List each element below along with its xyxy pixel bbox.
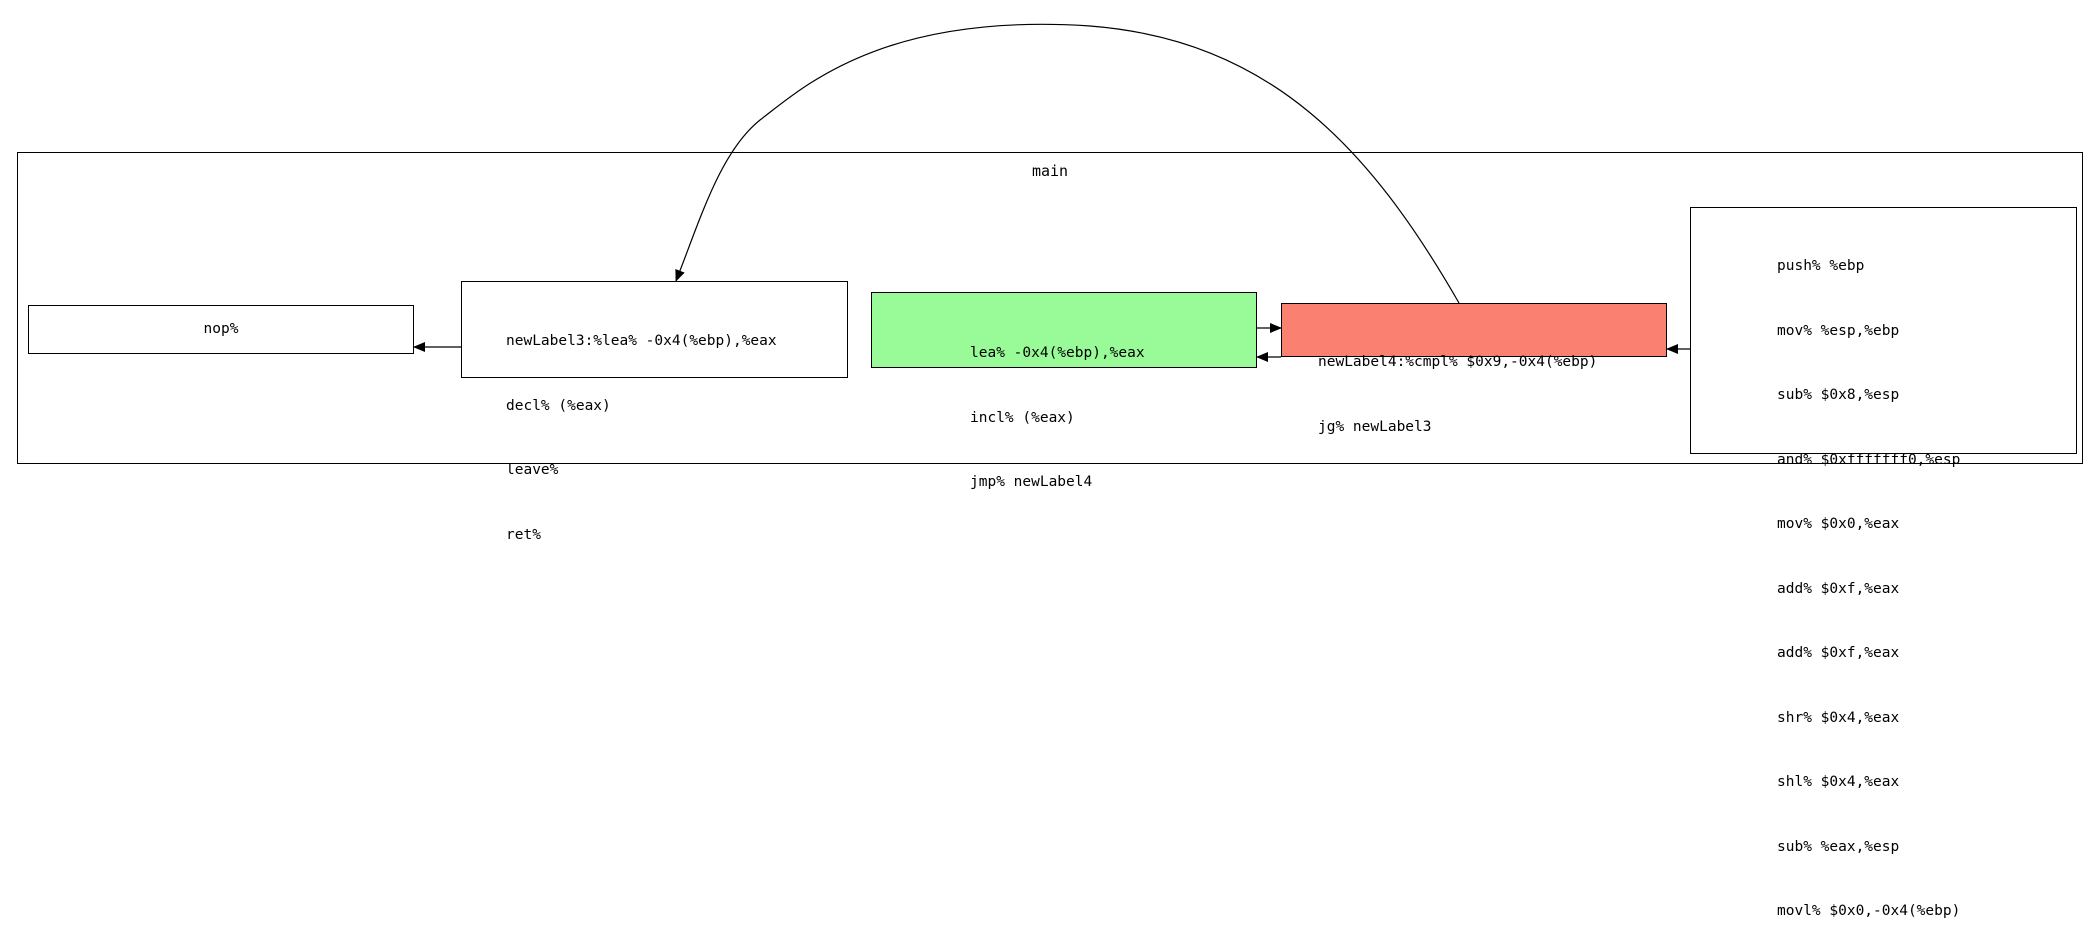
node-loop-body: lea% -0x4(%ebp),%eax incl% (%eax) jmp% n… — [871, 292, 1257, 490]
edge-label4-to-label3 — [675, 23, 1460, 304]
node-nop: nop% — [28, 305, 414, 354]
cluster-title: main — [1031, 162, 1069, 180]
edges-layer — [413, 23, 1690, 362]
node-line: jmp% newLabel4 — [970, 474, 1093, 490]
node-line: nop% — [203, 320, 239, 337]
node-line: jg% newLabel3 — [1318, 418, 1432, 435]
node-line: incl% (%eax) — [970, 409, 1075, 426]
node-line: push% %ebp — [1777, 258, 1865, 274]
node-line: sub% $0x8,%esp — [1777, 387, 1900, 403]
function-cluster-main: main — [17, 152, 2083, 464]
node-new-label3: newLabel3:%lea% -0x4(%ebp),%eax decl% (%… — [461, 281, 848, 543]
node-line: add% $0xf,%eax — [1777, 645, 1900, 661]
node-line: newLabel4:%cmpl% $0x9,-0x4(%ebp) — [1318, 354, 1598, 370]
node-line: shr% $0x4,%eax — [1777, 709, 1900, 726]
node-line: sub% %eax,%esp — [1777, 838, 1900, 855]
node-line: shl% $0x4,%eax — [1777, 774, 1900, 790]
node-line: leave% — [506, 462, 559, 478]
node-line: and% $0xfffffff0,%esp — [1777, 451, 1961, 468]
node-line: mov% $0x0,%eax — [1777, 516, 1900, 532]
node-new-label4: newLabel4:%cmpl% $0x9,-0x4(%ebp) jg% new… — [1281, 303, 1667, 435]
node-line: mov% %esp,%ebp — [1777, 322, 1900, 339]
node-line: newLabel3:%lea% -0x4(%ebp),%eax — [506, 333, 777, 349]
node-line: movl% $0x0,-0x4(%ebp) — [1777, 903, 1961, 919]
node-entry-block: push% %ebp mov% %esp,%ebp sub% $0x8,%esp… — [1690, 207, 2077, 919]
node-line: add% $0xf,%eax — [1777, 580, 1900, 597]
node-line: ret% — [506, 526, 541, 543]
node-line: decl% (%eax) — [506, 397, 611, 414]
node-line: lea% -0x4(%ebp),%eax — [970, 345, 1145, 361]
